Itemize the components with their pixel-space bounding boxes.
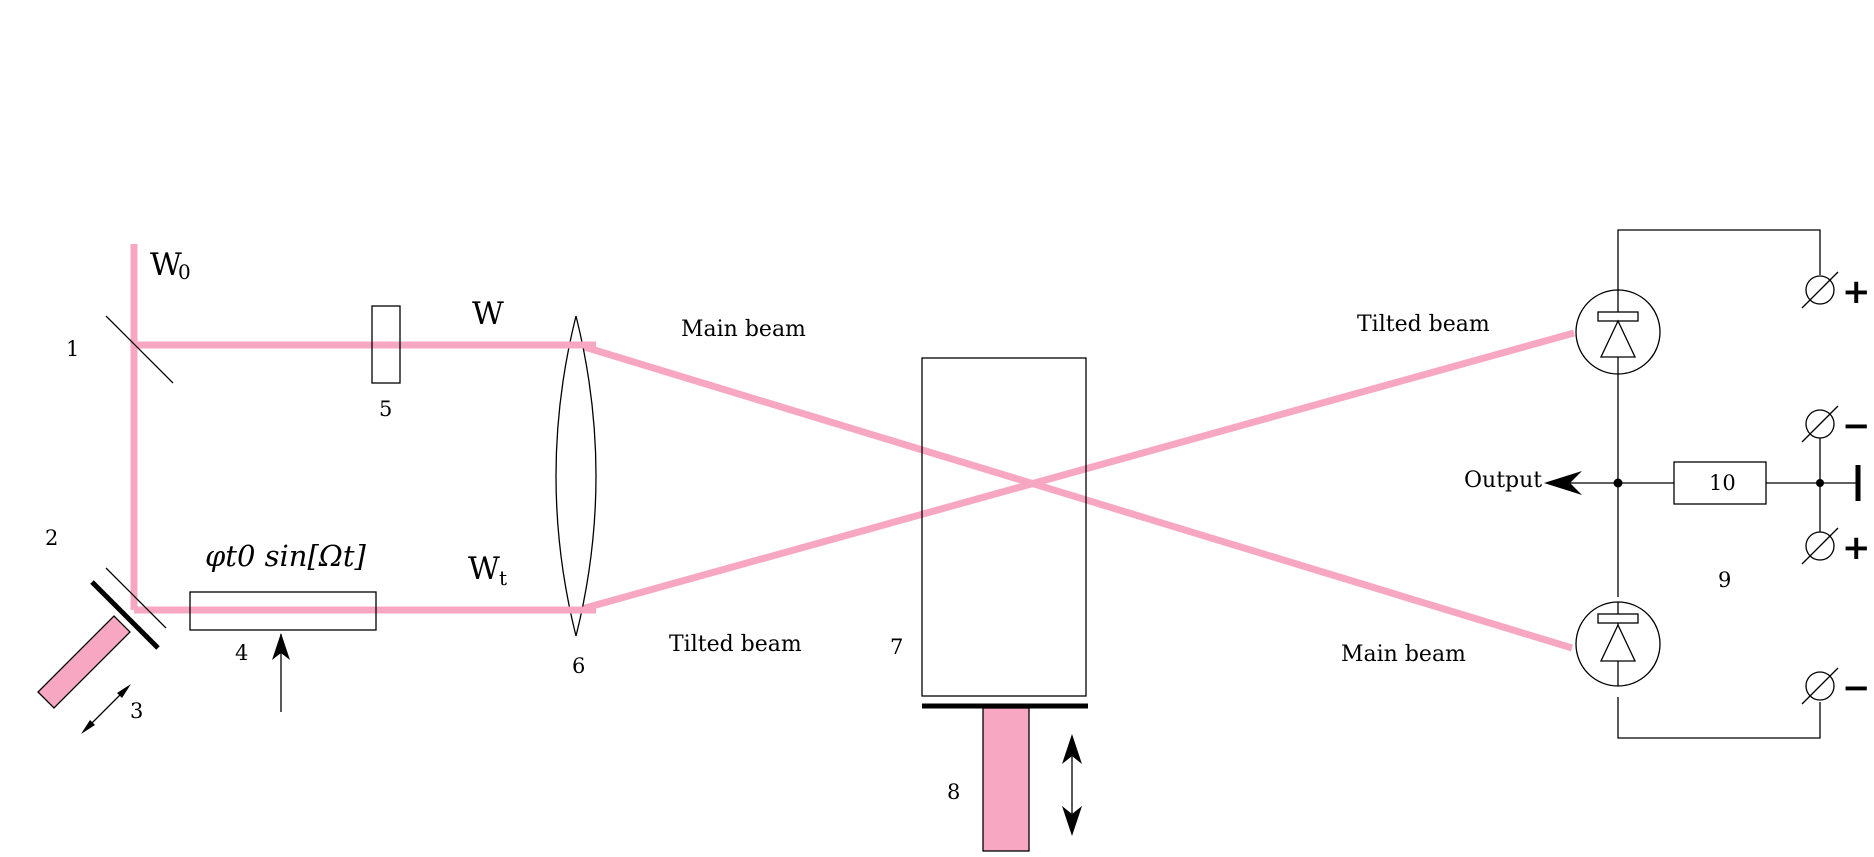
label-2: 2 bbox=[45, 526, 58, 550]
lens: 6 bbox=[555, 315, 597, 678]
plus-sign-lower: + bbox=[1842, 528, 1871, 568]
svg-text:t: t bbox=[499, 566, 507, 590]
svg-text:0: 0 bbox=[178, 260, 191, 284]
balanced-detector-circuit: 10 Output 9 + bbox=[1464, 229, 1871, 739]
label-7: 7 bbox=[890, 635, 903, 659]
laser-beams bbox=[130, 244, 1575, 652]
tilted-beam-label-right: Tilted beam bbox=[1357, 312, 1490, 337]
minus-sign-upper: − bbox=[1842, 406, 1871, 446]
label-5: 5 bbox=[379, 397, 392, 421]
svg-text:W: W bbox=[468, 551, 500, 587]
svg-text:W: W bbox=[150, 247, 182, 283]
translation-stage: 8 bbox=[922, 703, 1088, 852]
label-6: 6 bbox=[572, 654, 585, 678]
label-4: 4 bbox=[235, 641, 248, 665]
mirror-actuator: 3 bbox=[37, 615, 143, 734]
compensator-plate: 5 bbox=[371, 305, 401, 421]
label-w: W bbox=[472, 296, 504, 332]
label-w0: W 0 bbox=[150, 247, 191, 284]
mirror: 2 bbox=[45, 526, 167, 650]
label-1: 1 bbox=[66, 337, 79, 361]
main-beam-converging bbox=[576, 341, 1574, 652]
minus-sign-bottom: − bbox=[1842, 668, 1871, 708]
phase-modulation-formula: φt0 sin[Ωt] bbox=[205, 539, 366, 573]
main-beam-label-right: Main beam bbox=[1341, 642, 1466, 667]
label-wt: W t bbox=[468, 551, 507, 590]
tilted-beam-converging bbox=[577, 329, 1575, 614]
phase-modulator: 4 φt0 sin[Ωt] bbox=[189, 539, 377, 712]
label-3: 3 bbox=[130, 699, 143, 723]
terminal-bottom-negative: − bbox=[1801, 667, 1871, 708]
terminal-lower-positive: + bbox=[1801, 527, 1871, 568]
tilted-beam-label-left: Tilted beam bbox=[669, 632, 802, 657]
output-label: Output bbox=[1464, 468, 1542, 493]
beam-splitter: 1 bbox=[66, 315, 174, 384]
photodiode-lower bbox=[1575, 601, 1661, 687]
resistor-10: 10 bbox=[1673, 461, 1767, 505]
label-8: 8 bbox=[947, 780, 960, 804]
label-10: 10 bbox=[1709, 471, 1736, 495]
plus-sign-top: + bbox=[1842, 272, 1871, 312]
photodiode-upper bbox=[1575, 289, 1661, 375]
output-arrow: Output bbox=[1464, 468, 1618, 495]
terminal-upper-negative: − bbox=[1801, 405, 1871, 446]
terminal-top-positive: + bbox=[1801, 271, 1871, 312]
sample-cell: 7 bbox=[890, 357, 1087, 697]
label-9: 9 bbox=[1718, 568, 1731, 592]
main-beam-label-left: Main beam bbox=[681, 317, 806, 342]
